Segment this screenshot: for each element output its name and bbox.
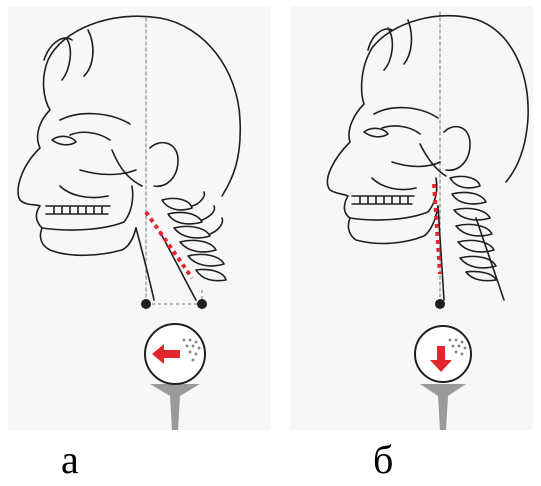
panel-label-a: а: [61, 440, 79, 480]
panel-label-b: б: [373, 440, 393, 480]
panel-b-background: [290, 6, 533, 430]
panel-a-background: [8, 6, 271, 430]
displaced-point-a: [197, 299, 207, 309]
reference-point-b: [435, 299, 445, 309]
reference-point-a: [141, 299, 151, 309]
